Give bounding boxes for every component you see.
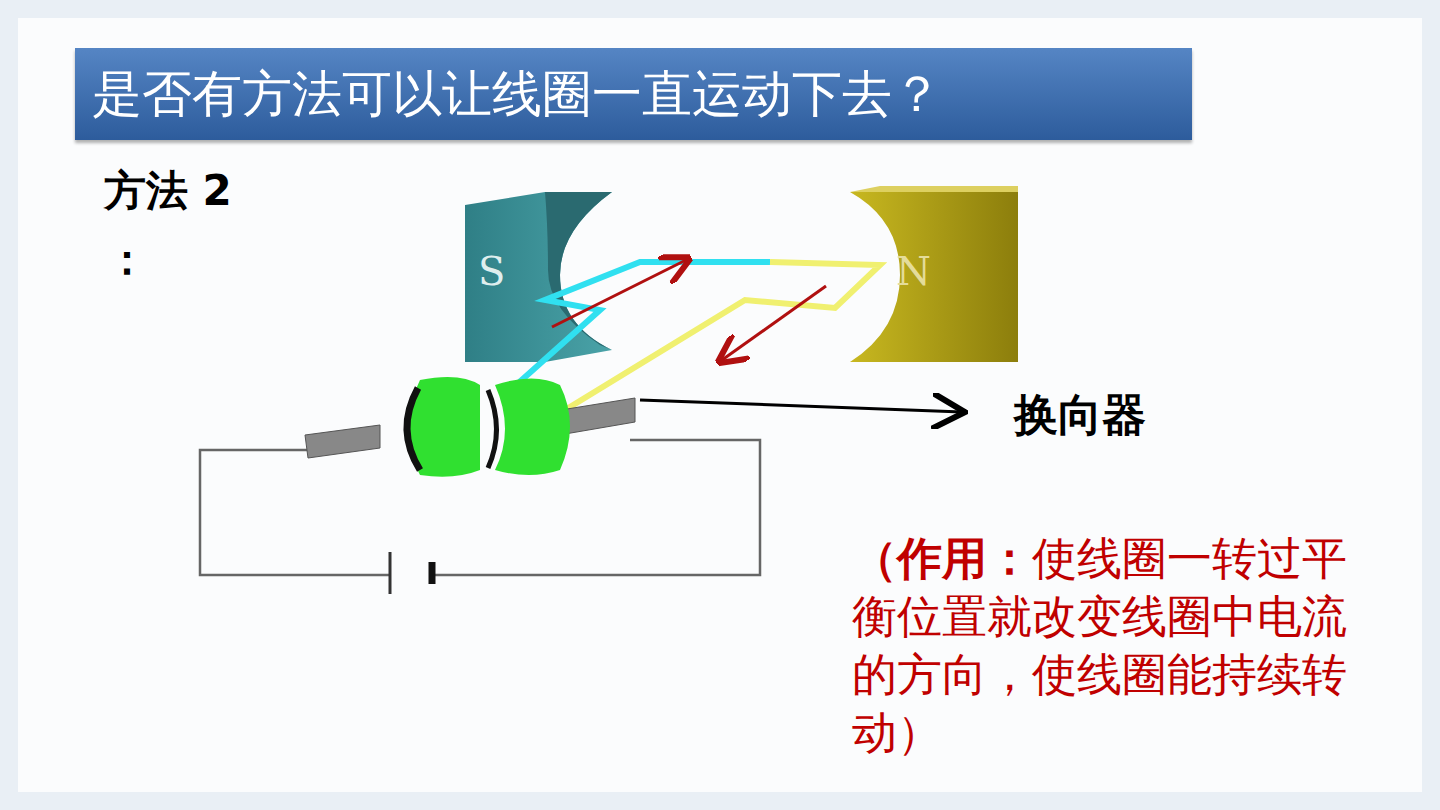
method-label: 方法 2 [104, 163, 232, 219]
colon-mark: ： [106, 232, 148, 288]
pole-label: S [478, 248, 505, 294]
slide-title: 是否有方法可以让线圈一直运动下去？ [92, 56, 942, 132]
note-heading: （作用： [852, 532, 1032, 585]
part-name: 换向器 [1014, 386, 1146, 445]
function-note: （作用：使线圈一转过平衡位置就改变线圈中电流的方向，使线圈能持续转动） [852, 530, 1372, 762]
pole-label: N [896, 248, 931, 294]
